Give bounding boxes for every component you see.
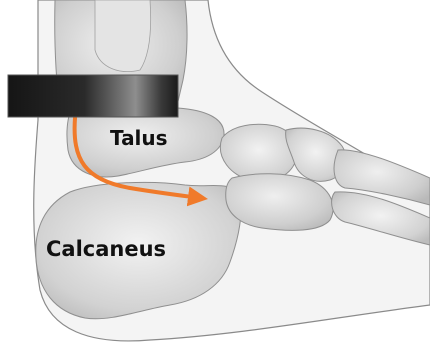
- talus-label: Talus: [110, 126, 168, 150]
- calcaneus-label: Calcaneus: [46, 237, 166, 261]
- fibula-bone: [95, 0, 151, 72]
- probe-transducer: [8, 75, 178, 117]
